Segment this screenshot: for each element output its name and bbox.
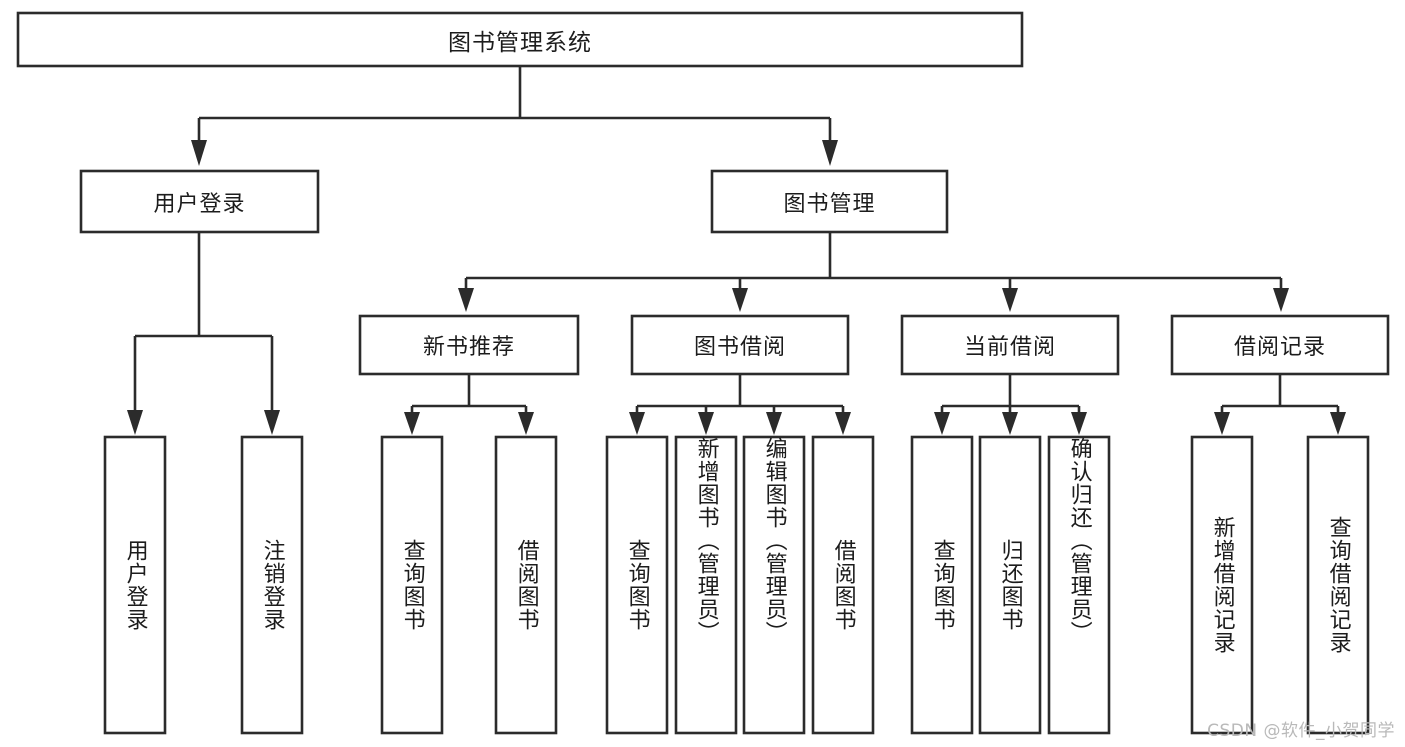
node-leaf-query-book-2-box[interactable] [605, 435, 669, 735]
node-leaf-borrow-book-2-box[interactable] [811, 435, 875, 735]
node-book-borrow-box[interactable] [630, 314, 850, 376]
node-leaf-logout-box[interactable] [240, 435, 304, 735]
arrow-head-currentborrow-leaf3 [1071, 412, 1087, 435]
arrow-head-bookmgmt-c3 [1002, 288, 1018, 312]
arrow-head-newbook-leaf1 [404, 412, 420, 435]
node-new-book-recommend-box[interactable] [358, 314, 580, 376]
node-borrow-record-box[interactable] [1170, 314, 1390, 376]
arrow-head-bookborrow-leaf4 [835, 412, 851, 435]
node-leaf-add-record-box[interactable] [1190, 435, 1254, 735]
node-leaf-borrow-book-1-box[interactable] [494, 435, 558, 735]
arrow-head-root-to-userlogin [191, 140, 207, 166]
arrow-head-bookborrow-leaf2 [698, 412, 714, 435]
arrow-head-bookborrow-leaf3 [766, 412, 782, 435]
node-leaf-query-book-3-box[interactable] [910, 435, 974, 735]
arrow-head-userlogin-leaf1 [127, 410, 143, 435]
arrow-head-currentborrow-leaf2 [1002, 412, 1018, 435]
node-leaf-return-book-box[interactable] [978, 435, 1042, 735]
node-leaf-confirm-return-box[interactable] [1047, 435, 1111, 735]
node-leaf-query-record-box[interactable] [1306, 435, 1370, 735]
arrow-head-bookmgmt-c4 [1273, 288, 1289, 312]
node-leaf-edit-book-box[interactable] [742, 435, 806, 735]
node-user-login-box[interactable] [79, 169, 320, 234]
watermark-text: CSDN @软件_小贺同学 [1207, 721, 1395, 741]
node-root-box[interactable] [16, 11, 1024, 68]
node-leaf-user-login-box[interactable] [103, 435, 167, 735]
arrow-head-bookmgmt-c1 [458, 288, 474, 312]
node-leaf-query-book-1-box[interactable] [380, 435, 444, 735]
arrow-head-borrowrecord-leaf2 [1330, 412, 1346, 435]
arrow-head-bookmgmt-c2 [732, 288, 748, 312]
arrow-head-newbook-leaf2 [518, 412, 534, 435]
arrow-head-currentborrow-leaf1 [934, 412, 950, 435]
node-leaf-add-book-box[interactable] [674, 435, 738, 735]
node-current-borrow-box[interactable] [900, 314, 1120, 376]
arrow-head-root-to-bookmgmt [822, 140, 838, 166]
arrow-head-bookborrow-leaf1 [629, 412, 645, 435]
node-book-management-box[interactable] [710, 169, 949, 234]
arrow-head-borrowrecord-leaf1 [1214, 412, 1230, 435]
arrow-head-userlogin-leaf2 [264, 410, 280, 435]
